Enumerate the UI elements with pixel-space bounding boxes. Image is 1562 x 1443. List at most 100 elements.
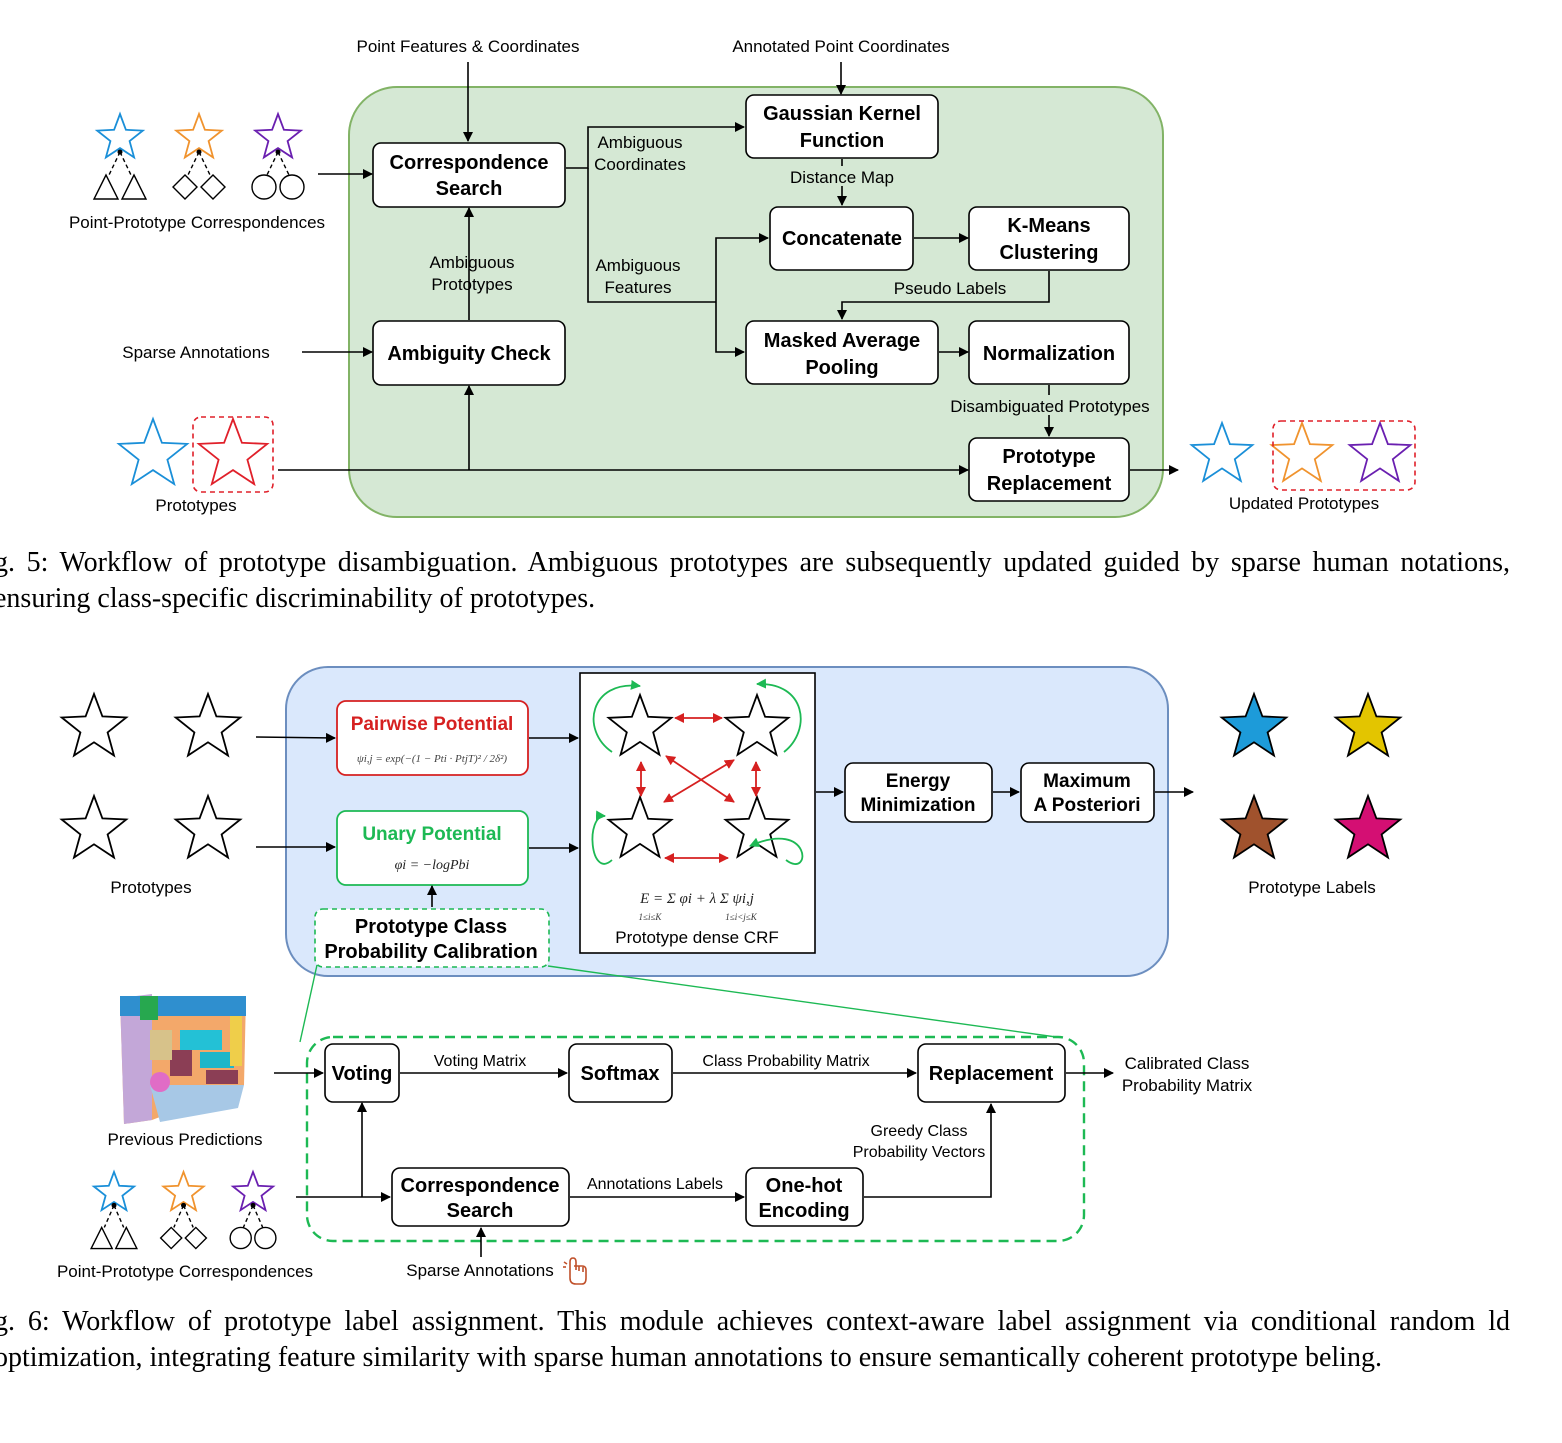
blue-filled-star-icon — [1219, 691, 1289, 758]
prototype-replacement-line2: Replacement — [987, 473, 1112, 495]
diamond-icon — [159, 1226, 183, 1250]
yellow-filled-star-icon — [1333, 691, 1403, 758]
diamond-icon — [172, 174, 198, 200]
ambiguous-coordinates-l1: Ambiguous — [597, 133, 682, 152]
star-icon — [91, 1169, 137, 1213]
voting-matrix-label: Voting Matrix — [434, 1053, 526, 1070]
orange-star-icon — [1269, 420, 1335, 483]
blue-star-icon — [116, 416, 190, 487]
circle-icon — [279, 174, 305, 200]
masked-pooling-line2: Pooling — [805, 357, 878, 379]
crf-node-star-icon — [723, 692, 791, 757]
unary-self-loop — [749, 837, 804, 865]
unary-self-loop — [591, 810, 613, 865]
prototype-replacement-box — [968, 437, 1130, 502]
voting-text: Voting — [332, 1063, 393, 1085]
onehot-box — [745, 1167, 864, 1227]
calibration-line1: Prototype Class — [355, 916, 507, 938]
crf-graph — [591, 678, 804, 865]
replacement-box — [917, 1043, 1066, 1103]
annotation-labels-label: Annotations Labels — [587, 1176, 723, 1193]
previous-predictions-label: Previous Predictions — [108, 1130, 263, 1149]
gaussian-kernel-line2: Function — [800, 130, 884, 152]
ambiguous-prototypes-l1: Ambiguous — [429, 253, 514, 272]
energy-min-line1: Energy — [886, 771, 951, 792]
calibrated-label-l2: Probability Matrix — [1122, 1076, 1253, 1095]
kmeans-line2: Clustering — [1000, 242, 1099, 264]
correspondences-label: Point-Prototype Correspondences — [69, 213, 325, 232]
greedy-label-l1: Greedy Class — [871, 1123, 968, 1140]
prototypes-label: Prototypes — [155, 496, 236, 515]
gaussian-kernel-box — [745, 94, 939, 159]
energy-min-line2: Minimization — [860, 795, 975, 816]
ambiguous-features-l2: Features — [604, 278, 671, 297]
previous-predictions-image — [120, 994, 246, 1124]
calibrated-label-l1: Calibrated Class — [1125, 1054, 1250, 1073]
star-icon — [173, 111, 225, 160]
pairwise-formula: ψi,j = exp(−(1 − Pti · PtjT)² / 2δ²) — [357, 753, 508, 765]
star-icon — [230, 1169, 276, 1213]
unary-formula: φi = −logPbi — [395, 858, 470, 873]
prototypes-label-6: Prototypes — [110, 878, 191, 897]
softmax-text: Softmax — [581, 1063, 660, 1085]
pairwise-title: Pairwise Potential — [351, 714, 514, 735]
star-icon — [160, 1169, 207, 1213]
class-prob-matrix-label: Class Probability Matrix — [702, 1053, 869, 1070]
diamond-icon — [200, 174, 226, 200]
annotated-coords-label: Annotated Point Coordinates — [732, 37, 949, 56]
crf-node-star-icon — [606, 794, 674, 859]
magenta-filled-star-icon — [1333, 793, 1403, 860]
correspondence-search6-line1: Correspondence — [401, 1175, 560, 1197]
figure-5-caption: g. 5: Workflow of prototype disambiguati… — [0, 547, 1510, 614]
crf-panel — [579, 672, 816, 954]
softmax-box — [568, 1043, 673, 1103]
greedy-label-l2: Probability Vectors — [853, 1144, 986, 1161]
prototype-labels-label: Prototype Labels — [1248, 878, 1376, 897]
map-line2: A Posteriori — [1034, 795, 1141, 816]
point-features-label: Point Features & Coordinates — [356, 37, 579, 56]
circle-icon — [229, 1226, 252, 1250]
pseudo-labels-label: Pseudo Labels — [894, 279, 1006, 298]
pairwise-potential-box — [336, 700, 529, 776]
calibration-box — [314, 908, 550, 968]
star-icon — [252, 111, 304, 160]
correspondence-search-box-6 — [391, 1167, 570, 1227]
triangle-icon — [114, 1225, 139, 1250]
crf-energy: E = Σ φi + λ Σ ψi,j — [639, 891, 754, 907]
crf-sub1: 1≤i≤K — [639, 912, 663, 922]
concatenate-box — [769, 206, 914, 271]
map-line1: Maximum — [1043, 771, 1131, 792]
ambiguous-highlight — [192, 416, 274, 493]
labelled-stars — [1219, 691, 1403, 860]
circle-icon — [251, 174, 277, 200]
normalization-box — [968, 320, 1130, 385]
star-icon — [59, 691, 129, 758]
triangle-icon — [120, 173, 148, 200]
star-icon — [173, 793, 243, 860]
triangle-icon — [92, 173, 120, 200]
input-prototype-stars — [59, 691, 243, 860]
sparse-annotations-label: Sparse Annotations — [122, 343, 269, 362]
correspondence-icons-6 — [89, 1169, 277, 1250]
updated-highlight — [1272, 420, 1416, 491]
onehot-line1: One-hot — [766, 1175, 843, 1197]
ambiguous-coordinates-l2: Coordinates — [594, 155, 686, 174]
prototype-stars — [116, 416, 270, 487]
brown-filled-star-icon — [1219, 793, 1289, 860]
distance-map-label: Distance Map — [790, 168, 894, 187]
map-box — [1020, 762, 1155, 823]
normalization-text: Normalization — [983, 343, 1115, 365]
sparse-annotations-label-6: Sparse Annotations — [406, 1261, 553, 1280]
correspondence-search-line2: Search — [436, 178, 503, 200]
star-icon — [173, 691, 243, 758]
unary-title: Unary Potential — [362, 824, 501, 845]
correspondence-icons — [92, 111, 305, 200]
hand-pointer-icon — [563, 1257, 587, 1285]
gaussian-kernel-line1: Gaussian Kernel — [763, 103, 921, 125]
onehot-line2: Encoding — [758, 1200, 849, 1222]
crf-sub2: 1≤i<j≤K — [725, 912, 757, 922]
masked-pooling-box — [745, 320, 939, 385]
star-icon — [94, 111, 146, 160]
updated-prototypes-label: Updated Prototypes — [1229, 494, 1379, 513]
